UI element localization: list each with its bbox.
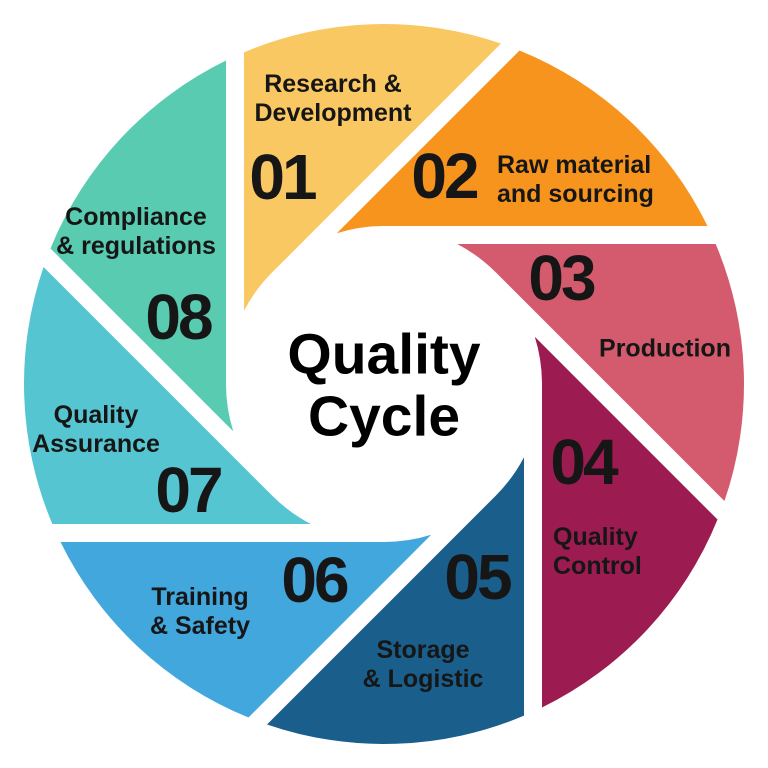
segment-label-line: Quality — [553, 523, 638, 551]
segment-number-03: 03 — [528, 242, 596, 314]
segment-label-line: Quality — [53, 401, 139, 429]
segment-label-06: Training& Safety — [150, 583, 250, 641]
segment-wedge-01 — [244, 24, 502, 311]
segment-wedge-06 — [60, 534, 432, 718]
segment-label-line: and sourcing — [497, 180, 654, 208]
segment-label-05: Storage& Logistic — [363, 636, 484, 694]
segment-label-line: Compliance — [65, 203, 207, 231]
segment-label-line: Control — [553, 552, 642, 580]
segment-number-05: 05 — [444, 541, 512, 613]
segment-number-02: 02 — [411, 140, 479, 212]
segment-label-line: & Logistic — [362, 665, 484, 693]
segment-wedge-05 — [266, 457, 524, 744]
segment-number-01: 01 — [249, 141, 317, 213]
segment-number-07: 07 — [155, 454, 223, 526]
segment-label-line: Development — [254, 99, 412, 127]
segment-number-08: 08 — [145, 281, 213, 353]
segment-label-01: Research &Development — [255, 70, 412, 128]
segment-wedge-08 — [50, 60, 234, 432]
segment-label-line: Assurance — [32, 430, 160, 458]
segment-label-line: & Safety — [149, 612, 251, 640]
diagram-title: Quality Cycle — [287, 322, 481, 448]
segment-label-03: Production — [599, 335, 731, 364]
segment-wedge-04 — [534, 336, 718, 708]
segment-label-line: Production — [599, 334, 731, 363]
segment-number-04: 04 — [550, 426, 618, 498]
segment-label-line: Training — [151, 583, 249, 611]
segment-wedge-03 — [457, 244, 744, 502]
segment-label-line: Storage — [376, 636, 470, 664]
segment-number-06: 06 — [281, 544, 349, 616]
segment-label-line: Raw material — [497, 151, 652, 179]
segment-label-08: Compliance& regulations — [56, 203, 216, 261]
segment-label-line: Research & — [264, 70, 402, 98]
segment-label-line: & regulations — [56, 232, 216, 260]
segment-wedge-07 — [24, 266, 311, 524]
segment-wedge-02 — [336, 50, 708, 234]
